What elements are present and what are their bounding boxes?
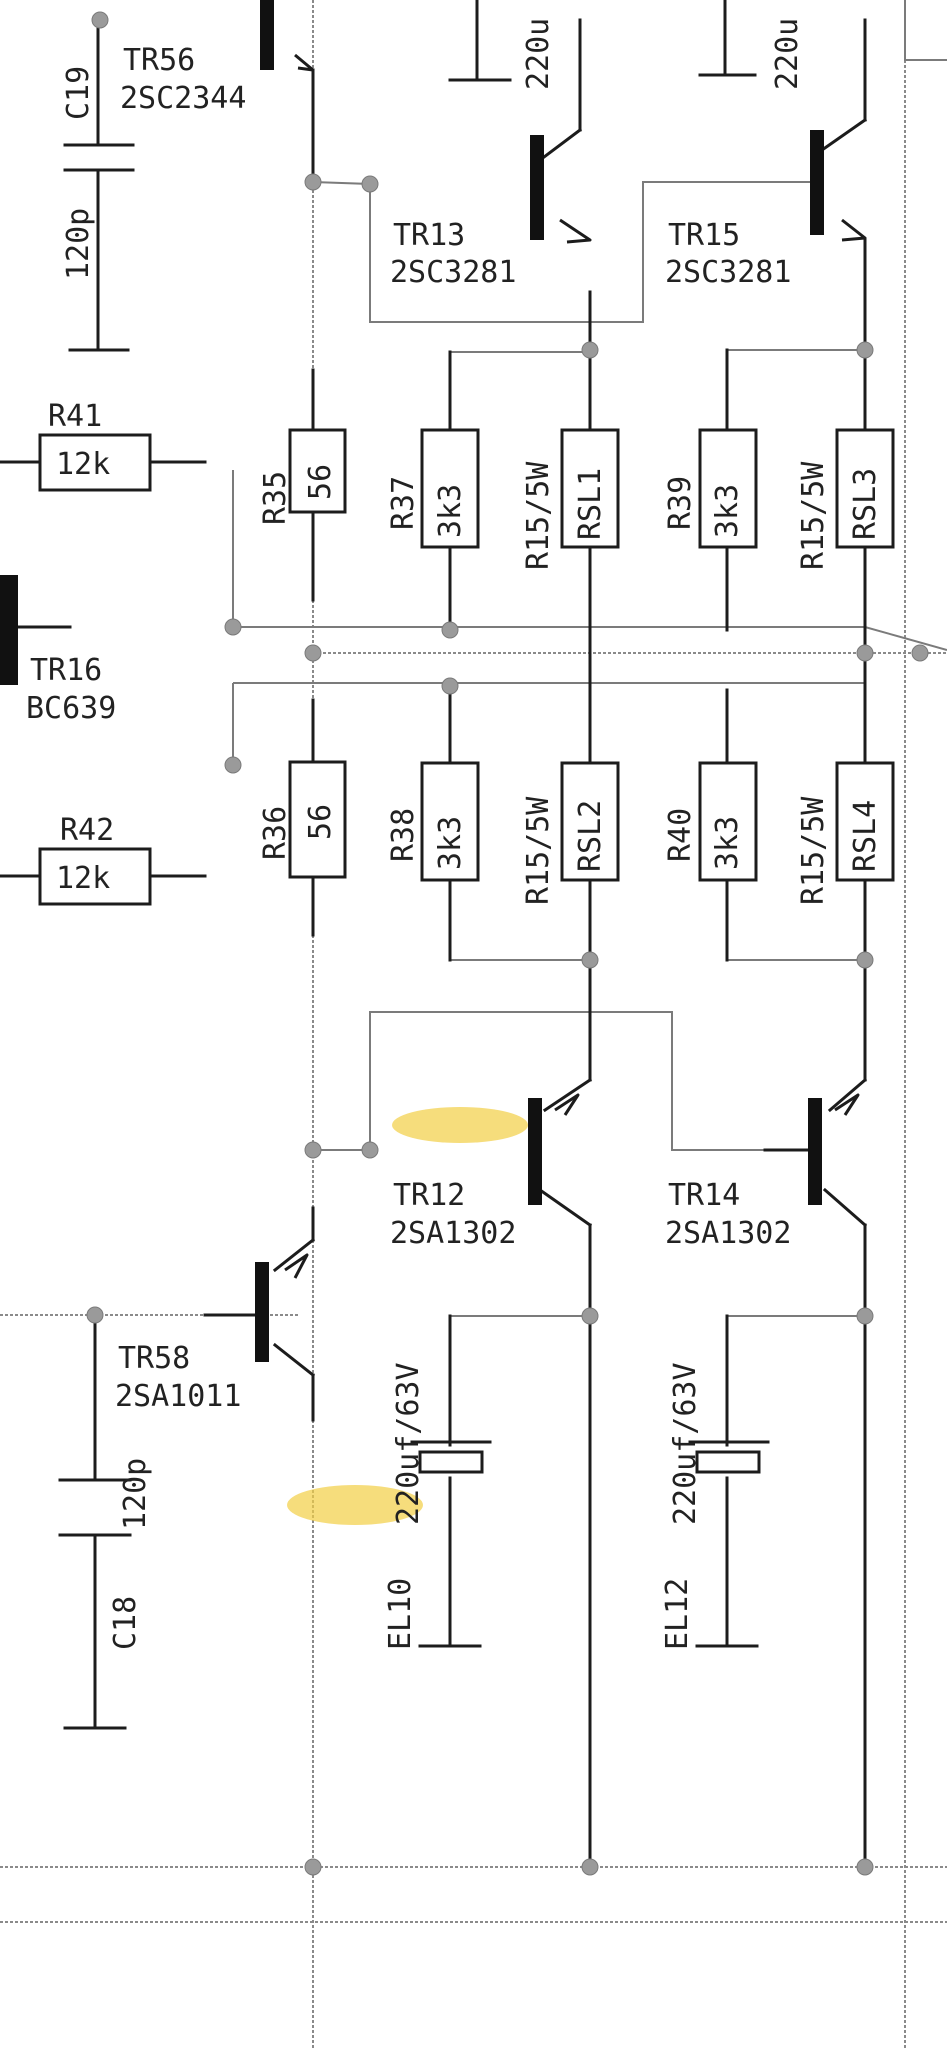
- r41-ref: R41: [48, 399, 102, 434]
- r40-ref: R40: [663, 808, 698, 862]
- r35-value: 56: [303, 464, 338, 500]
- r38-ref: R38: [386, 808, 421, 862]
- tr16-part: BC639: [26, 691, 116, 726]
- tr12-ref: TR12: [393, 1178, 465, 1213]
- rsl2-rating: R15/5W: [521, 796, 556, 905]
- r37-ref: R37: [386, 476, 421, 530]
- rsl4-ref: RSL4: [848, 800, 883, 872]
- rsl3-rating: R15/5W: [796, 461, 831, 570]
- labels: TR56 2SC2344 C19 120p 220u 220u TR13 2SC…: [26, 18, 883, 1650]
- tr16-ref: TR16: [30, 653, 102, 688]
- rsl3-ref: RSL3: [848, 468, 883, 540]
- highlight-mark-el10: [287, 1485, 423, 1525]
- r42-value: 12k: [56, 861, 110, 896]
- circuit-wires: [0, 0, 868, 1869]
- tr13-part: 2SC3281: [390, 255, 516, 290]
- r35-ref: R35: [258, 471, 293, 525]
- rsl2-ref: RSL2: [573, 800, 608, 872]
- tr58-part: 2SA1011: [115, 1379, 241, 1414]
- highlighter-marks: [287, 1107, 528, 1525]
- tr14-part: 2SA1302: [665, 1216, 791, 1251]
- r36-ref: R36: [258, 806, 293, 860]
- component-bodies: [0, 0, 895, 1537]
- tr13-ref: TR13: [393, 218, 465, 253]
- r39-value: 3k3: [710, 484, 745, 538]
- highlight-mark-tr12: [392, 1107, 528, 1143]
- r38-value: 3k3: [433, 816, 468, 870]
- el10-ref: EL10: [383, 1578, 418, 1650]
- el12-value: 220uf/63V: [668, 1362, 703, 1525]
- tr15-part: 2SC3281: [665, 255, 791, 290]
- tr58-ref: TR58: [118, 1341, 190, 1376]
- c19-value: 120p: [61, 208, 96, 280]
- tr15-ref: TR15: [668, 218, 740, 253]
- el10-value: 220uf/63V: [391, 1362, 426, 1525]
- c18-ref: C18: [108, 1596, 143, 1650]
- rsl1-ref: RSL1: [573, 468, 608, 540]
- r39-ref: R39: [663, 476, 698, 530]
- rsl1-rating: R15/5W: [521, 461, 556, 570]
- junction-nodes: [86, 11, 929, 1876]
- top-cap-a-value: 220u: [521, 18, 556, 90]
- c19-ref: C19: [61, 66, 96, 120]
- el12-ref: EL12: [660, 1578, 695, 1650]
- tr14-ref: TR14: [668, 1178, 740, 1213]
- r36-value: 56: [303, 804, 338, 840]
- c18-value: 120p: [118, 1458, 153, 1530]
- r40-value: 3k3: [710, 816, 745, 870]
- rsl4-rating: R15/5W: [796, 796, 831, 905]
- tr56-part: 2SC2344: [120, 81, 246, 116]
- tr12-part: 2SA1302: [390, 1216, 516, 1251]
- r42-ref: R42: [60, 813, 114, 848]
- tr56-ref: TR56: [123, 43, 195, 78]
- top-cap-b-value: 220u: [770, 18, 805, 90]
- r41-value: 12k: [56, 447, 110, 482]
- r37-value: 3k3: [433, 484, 468, 538]
